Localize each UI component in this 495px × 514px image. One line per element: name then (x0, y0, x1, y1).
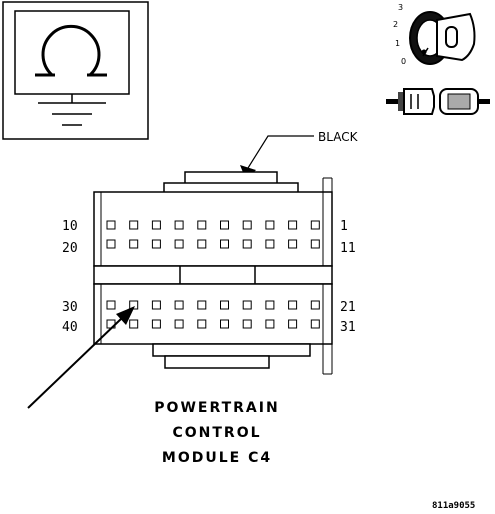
connector-cavities (106, 220, 320, 329)
ohmmeter-symbol-icon (2, 1, 149, 140)
cavity-r2-c10 (310, 239, 320, 249)
cavity-r4-c3 (151, 319, 161, 329)
pin-label-30: 30 (62, 300, 78, 315)
cavity-r1-c5 (197, 220, 207, 230)
cavity-r1-c7 (242, 220, 252, 230)
cavity-r4-c7 (242, 319, 252, 329)
cavity-r3-c8 (265, 300, 275, 310)
cavity-r3-c6 (220, 300, 229, 310)
cavity-r4-c4 (174, 319, 184, 329)
pin-label-1: 1 (340, 219, 348, 234)
cavity-r2-c3 (151, 239, 161, 249)
cavity-r1-c4 (174, 220, 184, 230)
pin-label-31: 31 (340, 320, 356, 335)
connector-body (93, 171, 333, 375)
pin-label-20: 20 (62, 241, 78, 256)
ignition-position-1: 1 (395, 39, 400, 48)
cavity-r3-c3 (151, 300, 161, 310)
title-line-1: POWERTRAIN (154, 400, 279, 416)
cavity-r2-c2 (129, 239, 139, 249)
pin-label-21: 21 (340, 300, 356, 315)
ignition-position-2: 2 (393, 20, 398, 29)
color-label-leader (247, 135, 314, 169)
cavity-r2-c1 (106, 239, 116, 249)
cavity-r4-c2 (129, 319, 139, 329)
cavity-r2-c5 (197, 239, 207, 249)
title-line-2: CONTROL (172, 425, 261, 441)
cavity-r3-c2 (129, 300, 139, 310)
cavity-r3-c5 (197, 300, 207, 310)
cavity-r3-c7 (242, 300, 252, 310)
cavity-r1-c2 (129, 220, 139, 230)
cavity-r4-c9 (288, 319, 298, 329)
pin-label-11: 11 (340, 241, 356, 256)
figure-reference: 811a9055 (432, 501, 475, 511)
cavity-r3-c9 (288, 300, 298, 310)
cavity-r2-c7 (242, 239, 252, 249)
ignition-position-0: 0 (401, 57, 406, 66)
cavity-r3-c1 (106, 300, 116, 310)
probe-arrow-line (27, 317, 123, 409)
connector-color-label: BLACK (318, 130, 359, 144)
cavity-r1-c3 (151, 220, 161, 230)
cavity-r2-c6 (220, 239, 229, 249)
cavity-r1-c8 (265, 220, 275, 230)
pin-label-10: 10 (62, 219, 78, 234)
cavity-r1-c6 (220, 220, 229, 230)
cavity-r4-c10 (310, 319, 320, 329)
cavity-r2-c9 (288, 239, 298, 249)
cavity-r1-c10 (310, 220, 320, 230)
cavity-r2-c4 (174, 239, 184, 249)
cavity-r4-c8 (265, 319, 275, 329)
cavity-r1-c1 (106, 220, 116, 230)
cavity-r4-c5 (197, 319, 207, 329)
cavity-r1-c9 (288, 220, 298, 230)
ignition-position-3: 3 (398, 3, 403, 12)
ignition-key-icon: 3 2 1 0 (393, 3, 476, 66)
pin-label-40: 40 (62, 320, 78, 335)
connector-disconnect-icon (386, 88, 490, 115)
title-line-3: MODULE C4 (162, 450, 272, 466)
cavity-r4-c6 (220, 319, 229, 329)
cavity-r3-c4 (174, 300, 184, 310)
cavity-r2-c8 (265, 239, 275, 249)
cavity-r3-c10 (310, 300, 320, 310)
probe-arrowhead (116, 306, 135, 325)
